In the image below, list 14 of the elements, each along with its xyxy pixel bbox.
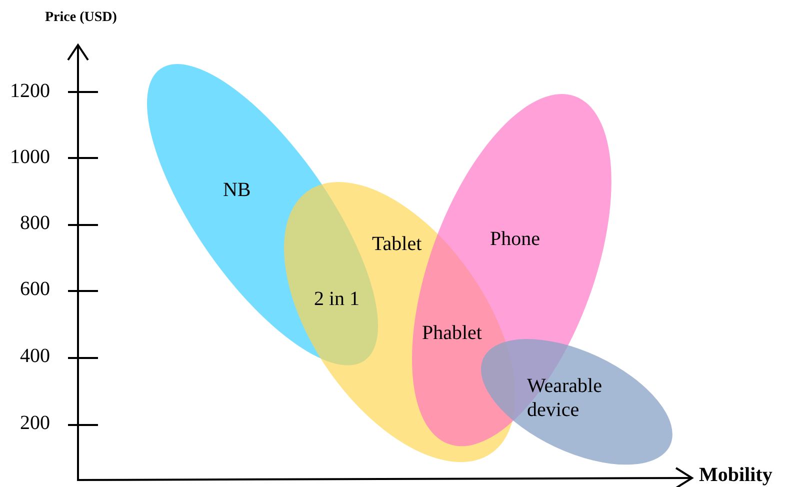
tick-label: 400 [20,345,50,368]
tick-label: 800 [20,212,50,235]
tick-label: 1000 [10,146,50,169]
category-label: Phone [490,226,541,251]
category-label: Wearable device [526,374,603,422]
category-label: NB [222,178,252,202]
tick-label: 200 [20,412,50,435]
region-label: Phablet [422,322,482,345]
tick-label: 600 [20,278,50,301]
tick-label: 1200 [10,80,50,103]
axis-title: Mobility [699,464,772,487]
axis-title: Price (USD) [45,10,117,26]
region-label: 2 in 1 [314,288,360,311]
category-label: Tablet [372,232,423,256]
